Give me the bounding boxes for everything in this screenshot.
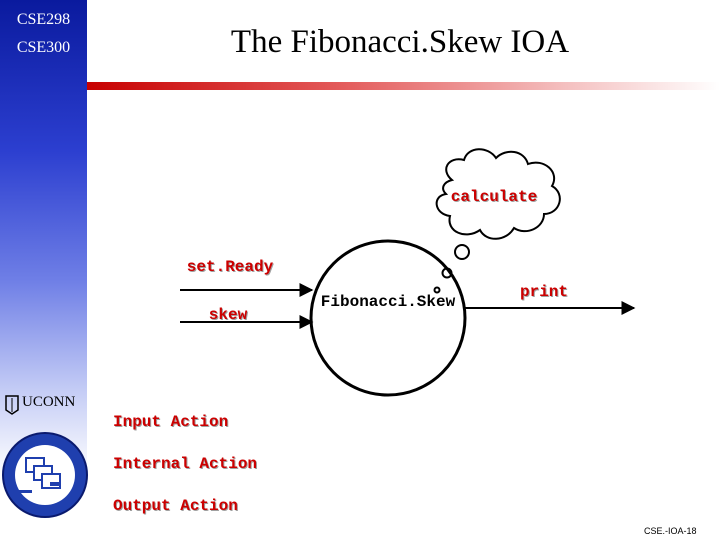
automaton-label: Fibonacci.Skew [321, 293, 456, 311]
legend-internal-action: Internal Action [113, 455, 258, 473]
legend-input-action: Input Action [113, 413, 229, 431]
uconn-wordmark: UCONN [22, 394, 76, 410]
legend-output-action: Output Action [113, 497, 238, 515]
input-action-label-skew: skew [209, 306, 248, 324]
slide-title: The Fibonacci.Skew IOA [230, 24, 570, 60]
input-action-label-set-ready: set.Ready [187, 258, 274, 276]
internal-action-label: calculate [451, 188, 537, 206]
cse-department-logo-icon [2, 432, 88, 518]
thought-dot-medium [441, 267, 453, 279]
uconn-seal-icon [5, 395, 19, 415]
thought-dot-small [433, 286, 441, 294]
automaton-circle [309, 239, 467, 397]
course-number-2: CSE300 [16, 39, 71, 56]
thought-cloud [435, 148, 561, 240]
thought-dot-large [454, 244, 470, 260]
output-action-label: print [520, 283, 568, 301]
title-rule [87, 82, 720, 90]
slide-footer: CSE.-IOA-18 [644, 526, 697, 536]
course-number-1: CSE298 [16, 11, 71, 28]
